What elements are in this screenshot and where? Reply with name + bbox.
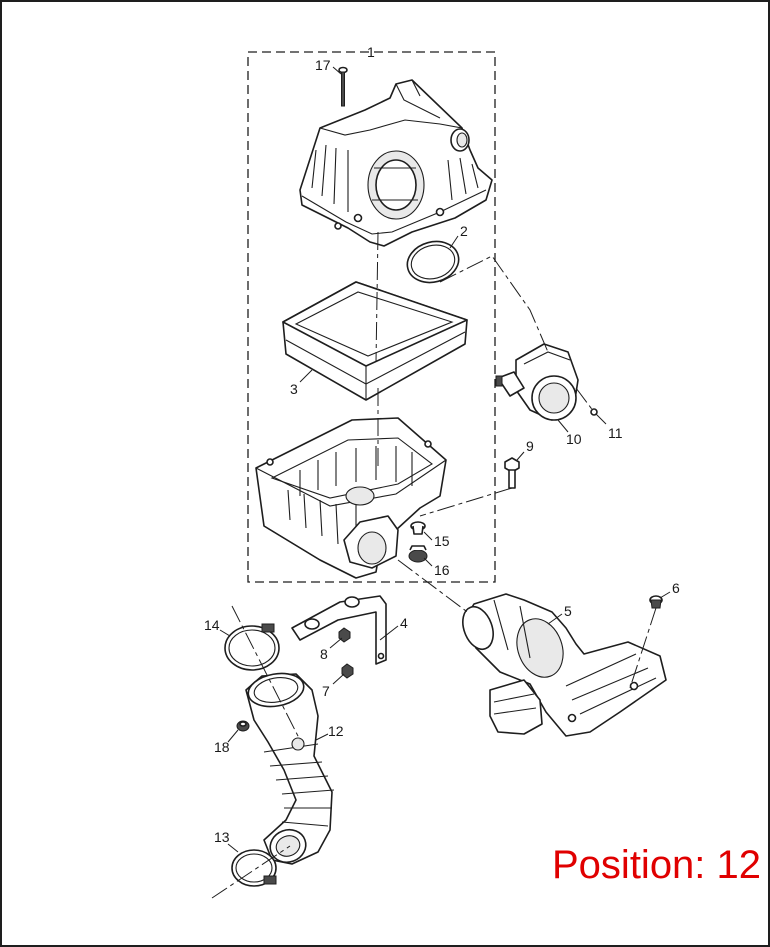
- assembly-boundary: [247, 51, 496, 583]
- callout-10[interactable]: 10: [566, 431, 582, 447]
- callout-6[interactable]: 6: [672, 580, 680, 596]
- callout-8[interactable]: 8: [320, 646, 328, 662]
- part-15-grommet[interactable]: [410, 521, 426, 535]
- part-1-air-cleaner-housing[interactable]: [255, 417, 447, 579]
- callout-3[interactable]: 3: [290, 381, 298, 397]
- callout-16[interactable]: 16: [434, 562, 450, 578]
- callout-17[interactable]: 17: [315, 57, 331, 73]
- part-5-intake-duct[interactable]: [457, 593, 667, 737]
- callout-15[interactable]: 15: [434, 533, 450, 549]
- part-1-air-cleaner-cover[interactable]: [299, 79, 493, 247]
- callout-5[interactable]: 5: [564, 603, 572, 619]
- callout-1[interactable]: 1: [367, 44, 375, 60]
- part-14-hose-clamp[interactable]: [224, 623, 280, 671]
- callout-2[interactable]: 2: [460, 223, 468, 239]
- callout-9[interactable]: 9: [526, 438, 534, 454]
- part-2-seal-ring[interactable]: [403, 236, 464, 288]
- callout-18[interactable]: 18: [214, 739, 230, 755]
- callout-11[interactable]: 11: [608, 425, 623, 441]
- position-label: Position: 12: [552, 843, 761, 887]
- part-11-screw[interactable]: [590, 408, 598, 416]
- part-4-bracket[interactable]: [291, 595, 387, 665]
- callout-12[interactable]: 12: [328, 723, 344, 739]
- callout-4[interactable]: 4: [400, 615, 408, 631]
- part-17-screw[interactable]: [338, 66, 348, 107]
- leader-lines: [219, 66, 671, 853]
- callout-labels: 1 2 3 4 5 6 7 8 9 10 11 12 13 14 15 16 1…: [204, 44, 680, 845]
- callout-14[interactable]: 14: [204, 617, 220, 633]
- part-12-intake-hose[interactable]: [245, 669, 335, 867]
- part-3-filter-element[interactable]: [282, 281, 468, 401]
- part-18-fitting[interactable]: [236, 720, 250, 732]
- part-16-grommet[interactable]: [408, 545, 428, 563]
- assembly-center-lines: [211, 231, 657, 899]
- callout-13[interactable]: 13: [214, 829, 230, 845]
- part-6-fastener[interactable]: [649, 595, 663, 609]
- callout-7[interactable]: 7: [322, 683, 330, 699]
- part-7-nut[interactable]: [341, 663, 354, 679]
- part-10-mass-air-flow-sensor[interactable]: [495, 343, 579, 421]
